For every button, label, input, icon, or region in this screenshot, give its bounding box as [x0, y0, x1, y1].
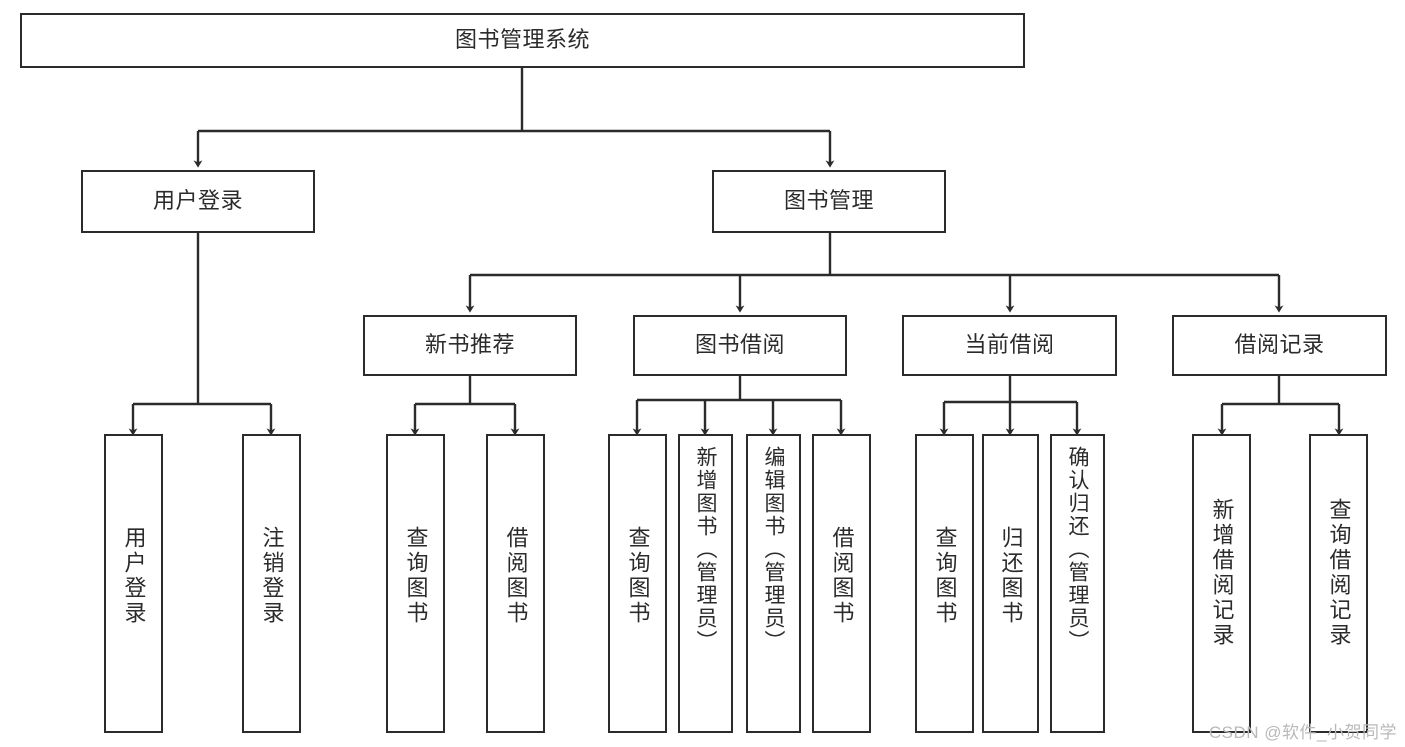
- node-label: 借阅记录: [1234, 332, 1325, 358]
- node-leaf-query-book-1[interactable]: 查询图书: [386, 434, 445, 733]
- node-book-management[interactable]: 图书管理: [712, 170, 946, 233]
- node-label: 查询借阅记录: [1326, 498, 1352, 648]
- node-book-borrow[interactable]: 图书借阅: [633, 315, 847, 376]
- node-label: 借阅图书: [503, 526, 529, 626]
- node-label: 图书管理系统: [454, 27, 590, 53]
- node-leaf-add-book[interactable]: 新增图书（管理员）: [678, 434, 733, 733]
- node-current-borrow[interactable]: 当前借阅: [902, 315, 1117, 376]
- node-label: 图书借阅: [694, 332, 785, 358]
- node-label: 借阅图书: [829, 526, 855, 626]
- node-leaf-return-book[interactable]: 归还图书: [982, 434, 1039, 733]
- node-label: 用户登录: [152, 188, 243, 214]
- node-label: 编辑图书（管理员）: [762, 446, 785, 653]
- node-label: 新增借阅记录: [1209, 498, 1235, 648]
- node-label: 查询图书: [403, 526, 429, 626]
- node-label: 当前借阅: [964, 332, 1055, 358]
- node-user-login[interactable]: 用户登录: [81, 170, 315, 233]
- node-leaf-add-record[interactable]: 新增借阅记录: [1192, 434, 1251, 733]
- node-leaf-query-book-2[interactable]: 查询图书: [608, 434, 667, 733]
- node-root-book-management-system[interactable]: 图书管理系统: [20, 13, 1025, 68]
- node-leaf-borrow-book-2[interactable]: 借阅图书: [812, 434, 871, 733]
- node-new-book-recommend[interactable]: 新书推荐: [363, 315, 577, 376]
- node-label: 归还图书: [998, 526, 1024, 626]
- node-leaf-edit-book[interactable]: 编辑图书（管理员）: [746, 434, 801, 733]
- node-label: 新书推荐: [424, 332, 515, 358]
- node-leaf-user-login[interactable]: 用户登录: [104, 434, 163, 733]
- node-label: 图书管理: [783, 188, 874, 214]
- node-label: 新增图书（管理员）: [694, 446, 717, 653]
- node-leaf-query-record[interactable]: 查询借阅记录: [1309, 434, 1368, 733]
- node-label: 查询图书: [625, 526, 651, 626]
- node-label: 注销登录: [259, 526, 285, 626]
- node-leaf-borrow-book-1[interactable]: 借阅图书: [486, 434, 545, 733]
- node-leaf-logout-login[interactable]: 注销登录: [242, 434, 301, 733]
- watermark: CSDN @软件_小贺同学: [1208, 723, 1397, 742]
- node-leaf-confirm-return[interactable]: 确认归还（管理员）: [1050, 434, 1105, 733]
- node-borrow-record[interactable]: 借阅记录: [1172, 315, 1387, 376]
- node-leaf-query-book-3[interactable]: 查询图书: [915, 434, 974, 733]
- node-label: 确认归还（管理员）: [1066, 446, 1089, 653]
- node-label: 查询图书: [932, 526, 958, 626]
- node-label: 用户登录: [121, 526, 147, 626]
